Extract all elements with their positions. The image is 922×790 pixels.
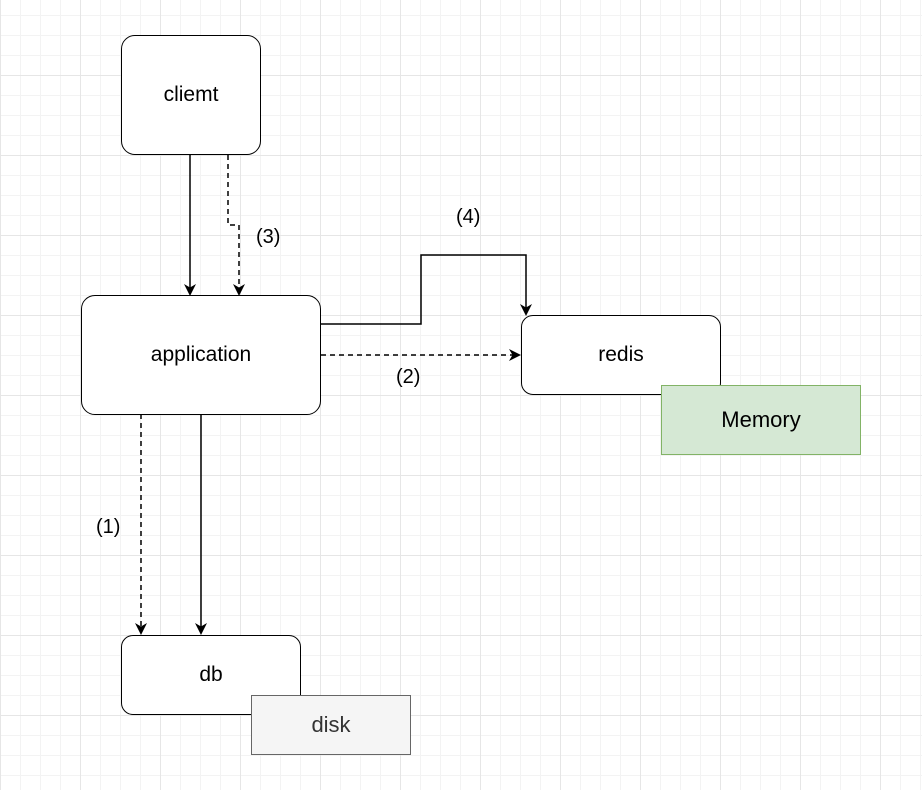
memory-tag-label: Memory bbox=[721, 407, 801, 432]
application-node-label: application bbox=[150, 343, 252, 366]
client-node[interactable]: cliemt bbox=[121, 35, 261, 155]
edge-client-to-application-dashed bbox=[227, 155, 245, 296]
edge-label-step1: (1) bbox=[96, 516, 121, 538]
edge-label-step4: (4) bbox=[456, 206, 481, 228]
disk-tag[interactable]: disk bbox=[251, 695, 411, 755]
disk-tag-label: disk bbox=[311, 712, 351, 737]
application-node[interactable]: application bbox=[81, 295, 321, 415]
redis-node[interactable]: redis bbox=[521, 315, 721, 395]
redis-node-label: redis bbox=[598, 343, 644, 366]
edge-label-step3: (3) bbox=[256, 226, 281, 248]
memory-tag[interactable]: Memory bbox=[661, 385, 861, 455]
edge-application-to-redis-solid bbox=[321, 254, 532, 325]
db-node-label: db bbox=[199, 663, 223, 686]
edge-label-step2: (2) bbox=[396, 366, 421, 388]
client-node-label: cliemt bbox=[163, 83, 219, 106]
